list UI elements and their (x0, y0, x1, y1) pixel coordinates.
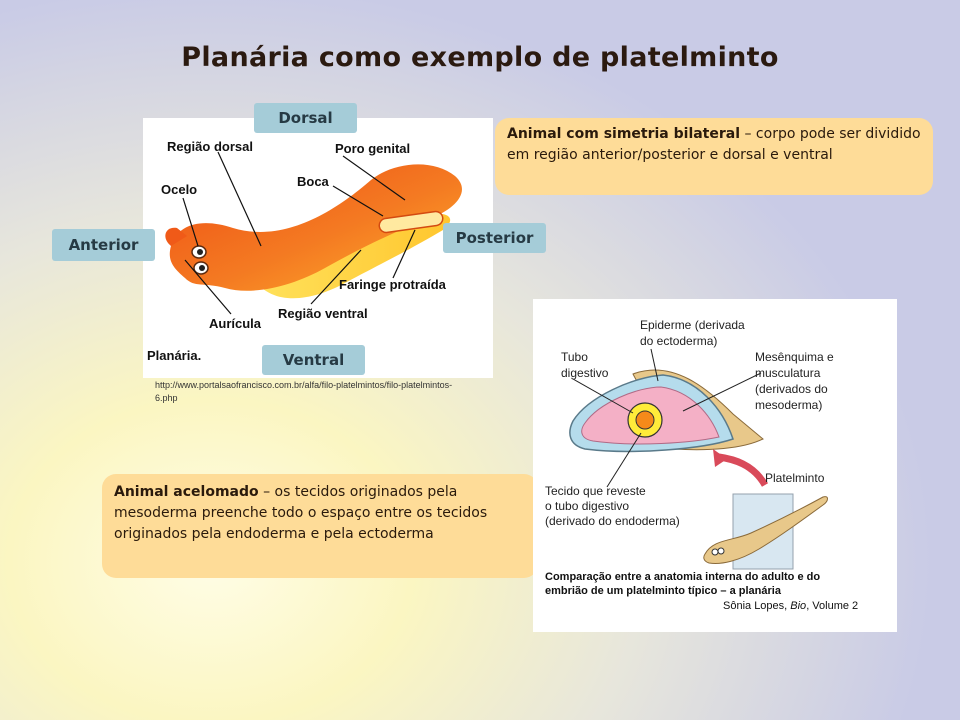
info-bilateral-bold: Animal com simetria bilateral (507, 126, 741, 142)
planaria-auricle (165, 227, 187, 246)
info-acelomado-text: – os tecidos originados pela mesoderma p… (114, 484, 488, 542)
section-arrow (718, 453, 769, 487)
label-tubo-1: Tubo (561, 350, 588, 364)
label-mes-3: (derivados do (755, 382, 828, 396)
section-figure-panel: Epiderme (derivada do ectoderma) Tubo di… (533, 299, 897, 632)
planaria-body (169, 164, 462, 291)
slide-title: Planária como exemplo de platelminto (181, 42, 779, 73)
section-caption-2: embrião de um platelminto típico – a pla… (545, 585, 782, 597)
label-posterior: Posterior (443, 223, 546, 253)
label-anterior: Anterior (52, 229, 155, 261)
section-illustration: Epiderme (derivada do ectoderma) Tubo di… (545, 318, 858, 612)
info-bilateral-text: – corpo pode ser dividido em região ante… (507, 126, 921, 163)
label-auricula: Aurícula (209, 316, 262, 331)
planaria-illustration: Região dorsal Poro genital Ocelo Boca Fa… (147, 139, 462, 363)
label-boca: Boca (297, 174, 330, 189)
label-dorsal: Dorsal (254, 103, 357, 133)
label-faringe: Faringe protraída (339, 277, 447, 292)
label-epiderme-1: Epiderme (derivada (640, 318, 745, 332)
planaria-figure-panel: Região dorsal Poro genital Ocelo Boca Fa… (143, 118, 493, 378)
small-planaria (703, 496, 828, 564)
info-acelomado: Animal acelomado – os tecidos originados… (102, 474, 538, 578)
label-platelminto: Platelminto (765, 471, 825, 485)
info-acelomado-bold: Animal acelomado (114, 484, 259, 500)
section-caption-1: Comparação entre a anatomia interna do a… (545, 571, 820, 583)
label-poro-genital: Poro genital (335, 141, 410, 156)
planaria-pharynx (378, 210, 444, 234)
label-ventral: Ventral (262, 345, 365, 375)
source-url: http://www.portalsaofrancisco.com.br/alf… (155, 380, 453, 403)
label-tubo-2: digestivo (561, 366, 609, 380)
label-tecido-1: Tecido que reveste (545, 484, 646, 498)
label-tecido-2: o tubo digestivo (545, 499, 629, 513)
section-credit: Sônia Lopes, Bio, Volume 2 (723, 600, 858, 612)
label-regiao-dorsal: Região dorsal (167, 139, 253, 154)
info-bilateral-symmetry: Animal com simetria bilateral – corpo po… (495, 118, 933, 195)
label-ocelo: Ocelo (161, 182, 197, 197)
label-tecido-3: (derivado do endoderma) (545, 514, 680, 528)
section-gut-lumen (635, 410, 655, 430)
label-mes-1: Mesênquima e (755, 350, 834, 364)
label-mes-4: mesoderma) (755, 398, 822, 412)
planaria-caption: Planária. (147, 348, 201, 363)
label-epiderme-2: do ectoderma) (640, 334, 717, 348)
label-mes-2: musculatura (755, 366, 821, 380)
label-regiao-ventral: Região ventral (278, 306, 368, 321)
